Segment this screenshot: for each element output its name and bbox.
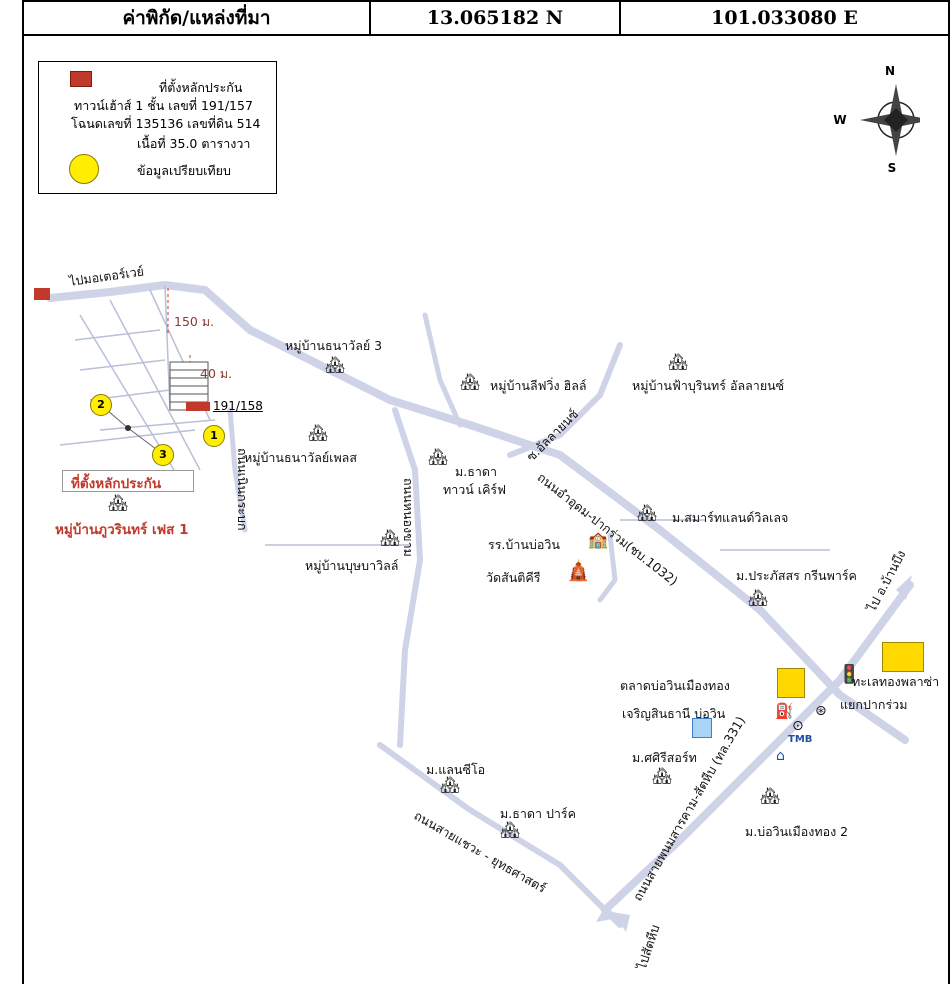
label-talaythong: ทะเลทองพลาซ่า (852, 674, 940, 689)
house-icon: 🏘 (460, 372, 481, 391)
house-icon: 🏘 (760, 786, 781, 805)
label-lot-number: 191/158 (213, 399, 263, 413)
traffic-light-icon: 🚦 (838, 664, 861, 685)
house-icon: 🏘 (652, 766, 673, 785)
market-icon (777, 668, 805, 698)
label-thanawan-place: หมู่บ้านธนาวัลย์เพลส (244, 450, 357, 465)
label-charoen: เจริญสินธานี บ่อวิน (622, 706, 726, 721)
collateral-location-box: ที่ตั้งหลักประกัน (62, 470, 194, 492)
label-smart-land: ม.สมาร์ทแลนด์วิลเลจ (672, 510, 789, 525)
arrow-to-banbueng (896, 575, 912, 600)
road-alliance (507, 342, 623, 458)
coordinate-header: ค่าพิกัด/แหล่งที่มา 13.065182 N 101.0330… (22, 0, 950, 36)
house-icon: 🏘 (668, 352, 689, 371)
label-road-main-local: ถนนเนินกระบก (235, 448, 250, 531)
label-temple: วัดสันติคีรี (486, 570, 541, 585)
comparable-1[interactable]: 1 (203, 425, 225, 447)
bank-icon: ⌂ (776, 748, 785, 764)
map-legend: ที่ตั้งหลักประกัน ทาวน์เฮ้าส์ 1 ชั้น เลข… (38, 61, 277, 194)
arrow-saichaew (612, 912, 630, 932)
label-market: ตลาดบ่อวินเมืองทอง (620, 678, 730, 693)
label-sirisort: ม.ศศิรีสอร์ท (632, 750, 697, 765)
legend-detail-2: โฉนดเลขที่ 135136 เลขที่ดิน 514 (71, 116, 261, 131)
road-local-left (227, 407, 248, 533)
label-bowin-muangthong2: ม.บ่อวินเมืองทอง 2 (745, 824, 849, 839)
road-upper-left (422, 312, 463, 428)
label-lan-sea: ม.แลนซีโอ (426, 762, 486, 777)
tmb-bank-label: TMB (788, 734, 813, 745)
label-leewing-hill: หมู่บ้านลีฟวิ่ง ฮิลล์ (490, 378, 587, 393)
house-icon: 🏘 (500, 820, 521, 839)
latitude-value: 13.065182 N (371, 2, 621, 34)
temple-icon: 🛕 (566, 558, 591, 582)
legend-detail-3: เนื้อที่ 35.0 ตารางวา (137, 136, 251, 151)
comparable-2[interactable]: 2 (90, 394, 112, 416)
compass-w: W (833, 113, 846, 127)
gas-station-icon: ⛽ (775, 702, 794, 720)
collateral-swatch (70, 71, 92, 87)
compass-rose-icon: N S W (833, 64, 920, 172)
house-icon: 🏘 (108, 493, 129, 512)
label-thanawan-3: หมู่บ้านธนาวัลย์ 3 (285, 338, 383, 353)
label-thada-townclif-2: ทาวน์ เคิร์ฟ (443, 482, 506, 497)
label-thada-townclif-1: ม.ธาดา (455, 464, 497, 479)
school-icon: 🏫 (588, 530, 608, 549)
road-nongkham (392, 407, 423, 748)
comparable-swatch (69, 154, 99, 184)
collateral-marker (186, 402, 210, 411)
house-icon: 🏘 (380, 528, 401, 547)
building-icon (692, 718, 712, 738)
compass-s: S (888, 161, 897, 172)
label-phuwarin-phase1: หมู่บ้านภูวรินทร์ เฟส 1 (55, 522, 189, 538)
house-icon: 🏘 (325, 355, 346, 374)
road-school (597, 532, 618, 603)
legend-detail-1: ทาวน์เฮ้าส์ 1 ชั้น เลขที่ 191/157 (74, 98, 253, 113)
house-icon: 🏘 (637, 503, 658, 522)
label-thada-park: ม.ธาดา ปาร์ค (500, 806, 577, 821)
road-saichaew (377, 742, 623, 928)
legend-comparable-label: ข้อมูลเปรียบเทียบ (137, 163, 231, 178)
bank-icon: ⊛ (815, 703, 827, 719)
coord-source-label: ค่าพิกัด/แหล่งที่มา (24, 2, 371, 34)
label-school: รร.บ้านบ่อวิน (488, 537, 560, 552)
road-highway-331 (601, 581, 914, 914)
legend-collateral-label: ที่ตั้งหลักประกัน (159, 80, 243, 95)
label-dist-40: 40 ม. (200, 366, 233, 381)
label-collateral-location: ที่ตั้งหลักประกัน (71, 476, 162, 492)
house-icon: 🏘 (308, 423, 329, 442)
label-prapatsorn: ม.ประภัสสร กรีนพาร์ค (736, 568, 857, 583)
house-icon: 🏘 (748, 588, 769, 607)
label-fahburin: หมู่บ้านฟ้าบุรินทร์ อัลลายนซ์ (632, 378, 785, 393)
arrow-to-sattahip (596, 905, 618, 922)
compass-n: N (885, 64, 895, 78)
house-icon: 🏘 (428, 447, 449, 466)
map-frame (22, 36, 950, 984)
bank-icon: ⊙ (792, 718, 804, 734)
house-icon: 🏘 (440, 775, 461, 794)
label-junction: แยกปากร่วม (840, 697, 908, 712)
label-buttsaba-ville: หมู่บ้านบุษบาวิลล์ (305, 558, 399, 573)
comparable-3[interactable]: 3 (152, 444, 174, 466)
motorway-marker (34, 288, 50, 300)
plaza-icon (882, 642, 924, 672)
longitude-value: 101.033080 E (711, 7, 858, 29)
label-dist-150: 150 ม. (174, 314, 215, 329)
label-road-nongkham: ถนนหนองขาม (401, 478, 416, 557)
